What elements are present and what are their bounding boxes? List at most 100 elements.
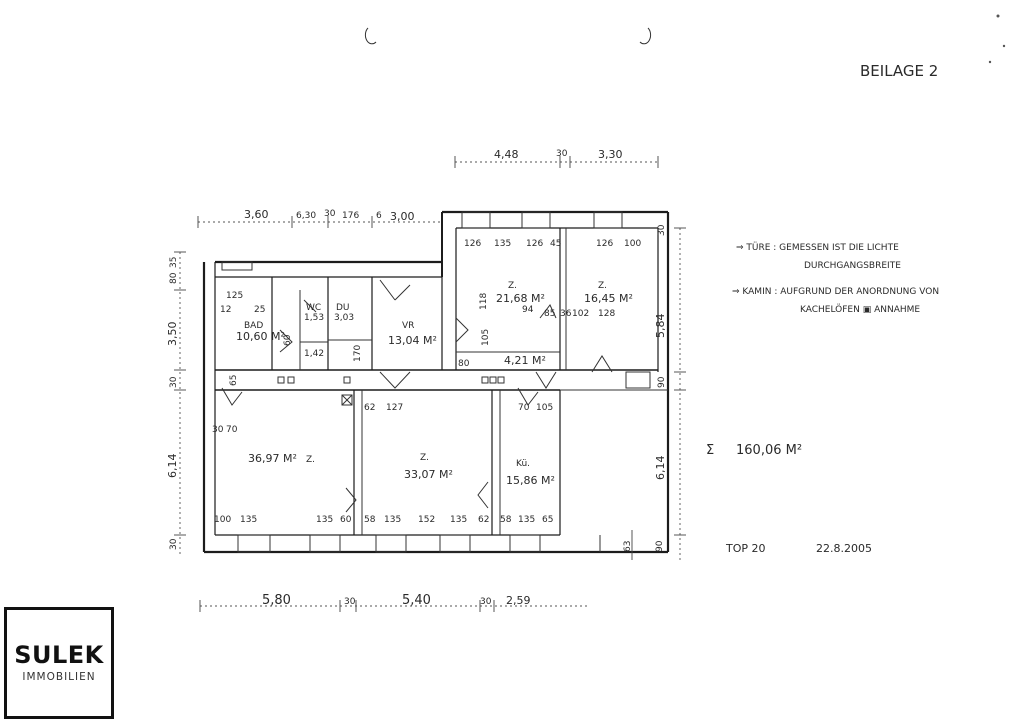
dim-w85: 85 [544, 309, 555, 319]
room-vr-area: 13,04 M² [388, 334, 437, 347]
dimension-lines [174, 156, 686, 612]
legend-chimney-line1: ⇒ KAMIN : AUFGRUND DER ANORDNUNG VON [732, 287, 939, 297]
dim-w36: 36 [560, 309, 572, 319]
dim-right-63: 63 [623, 541, 633, 552]
punch-hole-mark [364, 27, 377, 45]
room-small-area: 1,42 [304, 349, 324, 359]
dim-top-630: 6,30 [296, 211, 316, 221]
dim-left-30: 30 [169, 376, 179, 388]
dim-w60b: 60 [340, 515, 352, 525]
room-big-left-name: Z. [306, 455, 315, 465]
room-vr-name: VR [402, 321, 414, 331]
chimney-marks [277, 376, 505, 406]
dim-w94: 94 [522, 305, 534, 315]
dim-w135b: 135 [240, 515, 257, 525]
room-bad-area: 10,60 M² [236, 330, 285, 343]
dim-w135c: 135 [316, 515, 333, 525]
dim-right-30: 30 [657, 224, 667, 236]
dim-w62: 62 [364, 403, 375, 413]
dim-top-176: 176 [342, 211, 359, 221]
dim-w65: 65 [229, 375, 239, 386]
dim-bot-540: 5,40 [402, 593, 431, 608]
dim-left-35: 35 [169, 257, 179, 268]
dim-top-6: 6 [376, 211, 382, 221]
dim-w152: 152 [418, 515, 435, 525]
dim-w135: 135 [494, 239, 511, 249]
dim-left-30b: 30 [169, 538, 179, 550]
total-area: 160,06 M² [736, 443, 802, 458]
room-kue-area: 15,86 M² [506, 474, 555, 487]
room-mid-name: Z. [420, 453, 429, 463]
dim-w100: 100 [624, 239, 641, 249]
logo-main-text: SULEK [14, 641, 104, 669]
room-ds-name: DU [336, 303, 350, 313]
sulek-logo: SULEK IMMOBILIEN [4, 607, 114, 719]
dim-top-330: 3,30 [598, 148, 623, 161]
dim-w100b: 100 [214, 515, 231, 525]
dim-w135e: 135 [450, 515, 467, 525]
dim-top-30b: 30 [324, 209, 336, 219]
dim-left-80: 80 [169, 272, 179, 284]
room-labels: BAD 10,60 M² WC 1,53 1,42 DU 3,03 VR 13,… [236, 281, 633, 487]
dim-w135d: 135 [384, 515, 401, 525]
dim-w25: 25 [254, 305, 265, 315]
dim-w60: 60 [283, 334, 293, 346]
dim-top-30a: 30 [556, 149, 568, 159]
dim-right-584: 5,84 [654, 314, 667, 339]
dim-w105: 105 [481, 329, 491, 346]
punch-hole-mark [639, 27, 652, 45]
dim-bot-30a: 30 [344, 597, 356, 607]
dim-w70b: 70 [226, 425, 238, 435]
dim-left-614: 6,14 [166, 454, 179, 479]
total-prefix: Σ [706, 443, 714, 458]
dim-top-300: 3,00 [390, 210, 415, 223]
dim-w127: 127 [386, 403, 403, 413]
dim-w80: 80 [458, 359, 470, 369]
dim-w125: 125 [226, 291, 243, 301]
dim-bot-580: 5,80 [262, 593, 291, 608]
dim-w126a: 126 [464, 239, 481, 249]
room-z1-area: 21,68 M² [496, 292, 545, 305]
room-z2-area: 16,45 M² [584, 292, 633, 305]
dim-bot-259: 2,59 [506, 594, 531, 607]
dim-right-90: 90 [657, 376, 667, 388]
room-z2-name: Z. [598, 281, 607, 291]
dim-right-614: 6,14 [654, 456, 667, 481]
dim-w12: 12 [220, 305, 231, 315]
dim-w58b: 58 [500, 515, 512, 525]
dim-top-360: 3,60 [244, 208, 269, 221]
legend-door-line2: DURCHGANGSBREITE [804, 261, 901, 271]
room-bad-name: BAD [244, 321, 263, 331]
dim-w105b: 105 [536, 403, 553, 413]
outer-walls [202, 210, 670, 554]
dim-w126c: 126 [596, 239, 613, 249]
dim-w128: 128 [598, 309, 615, 319]
logo-sub-text: IMMOBILIEN [22, 671, 96, 683]
dim-w135f: 135 [518, 515, 535, 525]
dim-w45: 45 [550, 239, 561, 249]
dim-w70: 70 [518, 403, 530, 413]
sheet-label: BEILAGE 2 [860, 62, 938, 80]
dim-left-350: 3,50 [166, 322, 179, 347]
dim-right-90b: 90 [655, 540, 665, 552]
dim-w170: 170 [353, 345, 363, 362]
dim-w102: 102 [572, 309, 589, 319]
dim-top-448: 4,48 [494, 148, 519, 161]
dim-w62b: 62 [478, 515, 489, 525]
doors [221, 279, 613, 513]
dim-w30: 30 [212, 425, 224, 435]
dim-w118: 118 [479, 293, 489, 310]
sheet-date: 22.8.2005 [816, 542, 872, 555]
room-wc-name: WC [306, 303, 321, 313]
room-wc-area: 1,53 [304, 313, 324, 323]
dimension-labels: 4,48 30 3,30 3,60 6,30 30 176 6 3,00 5,8… [166, 148, 667, 608]
interior-walls [215, 228, 668, 535]
room-big-left-area: 36,97 M² [248, 452, 297, 465]
dim-bot-30b: 30 [480, 597, 492, 607]
dim-w58: 58 [364, 515, 376, 525]
windows [221, 211, 651, 553]
legend-chimney-line2: KACHELÖFEN ▣ ANNAHME [800, 304, 920, 315]
room-kue-name: Kü. [516, 459, 530, 469]
dim-w126b: 126 [526, 239, 543, 249]
